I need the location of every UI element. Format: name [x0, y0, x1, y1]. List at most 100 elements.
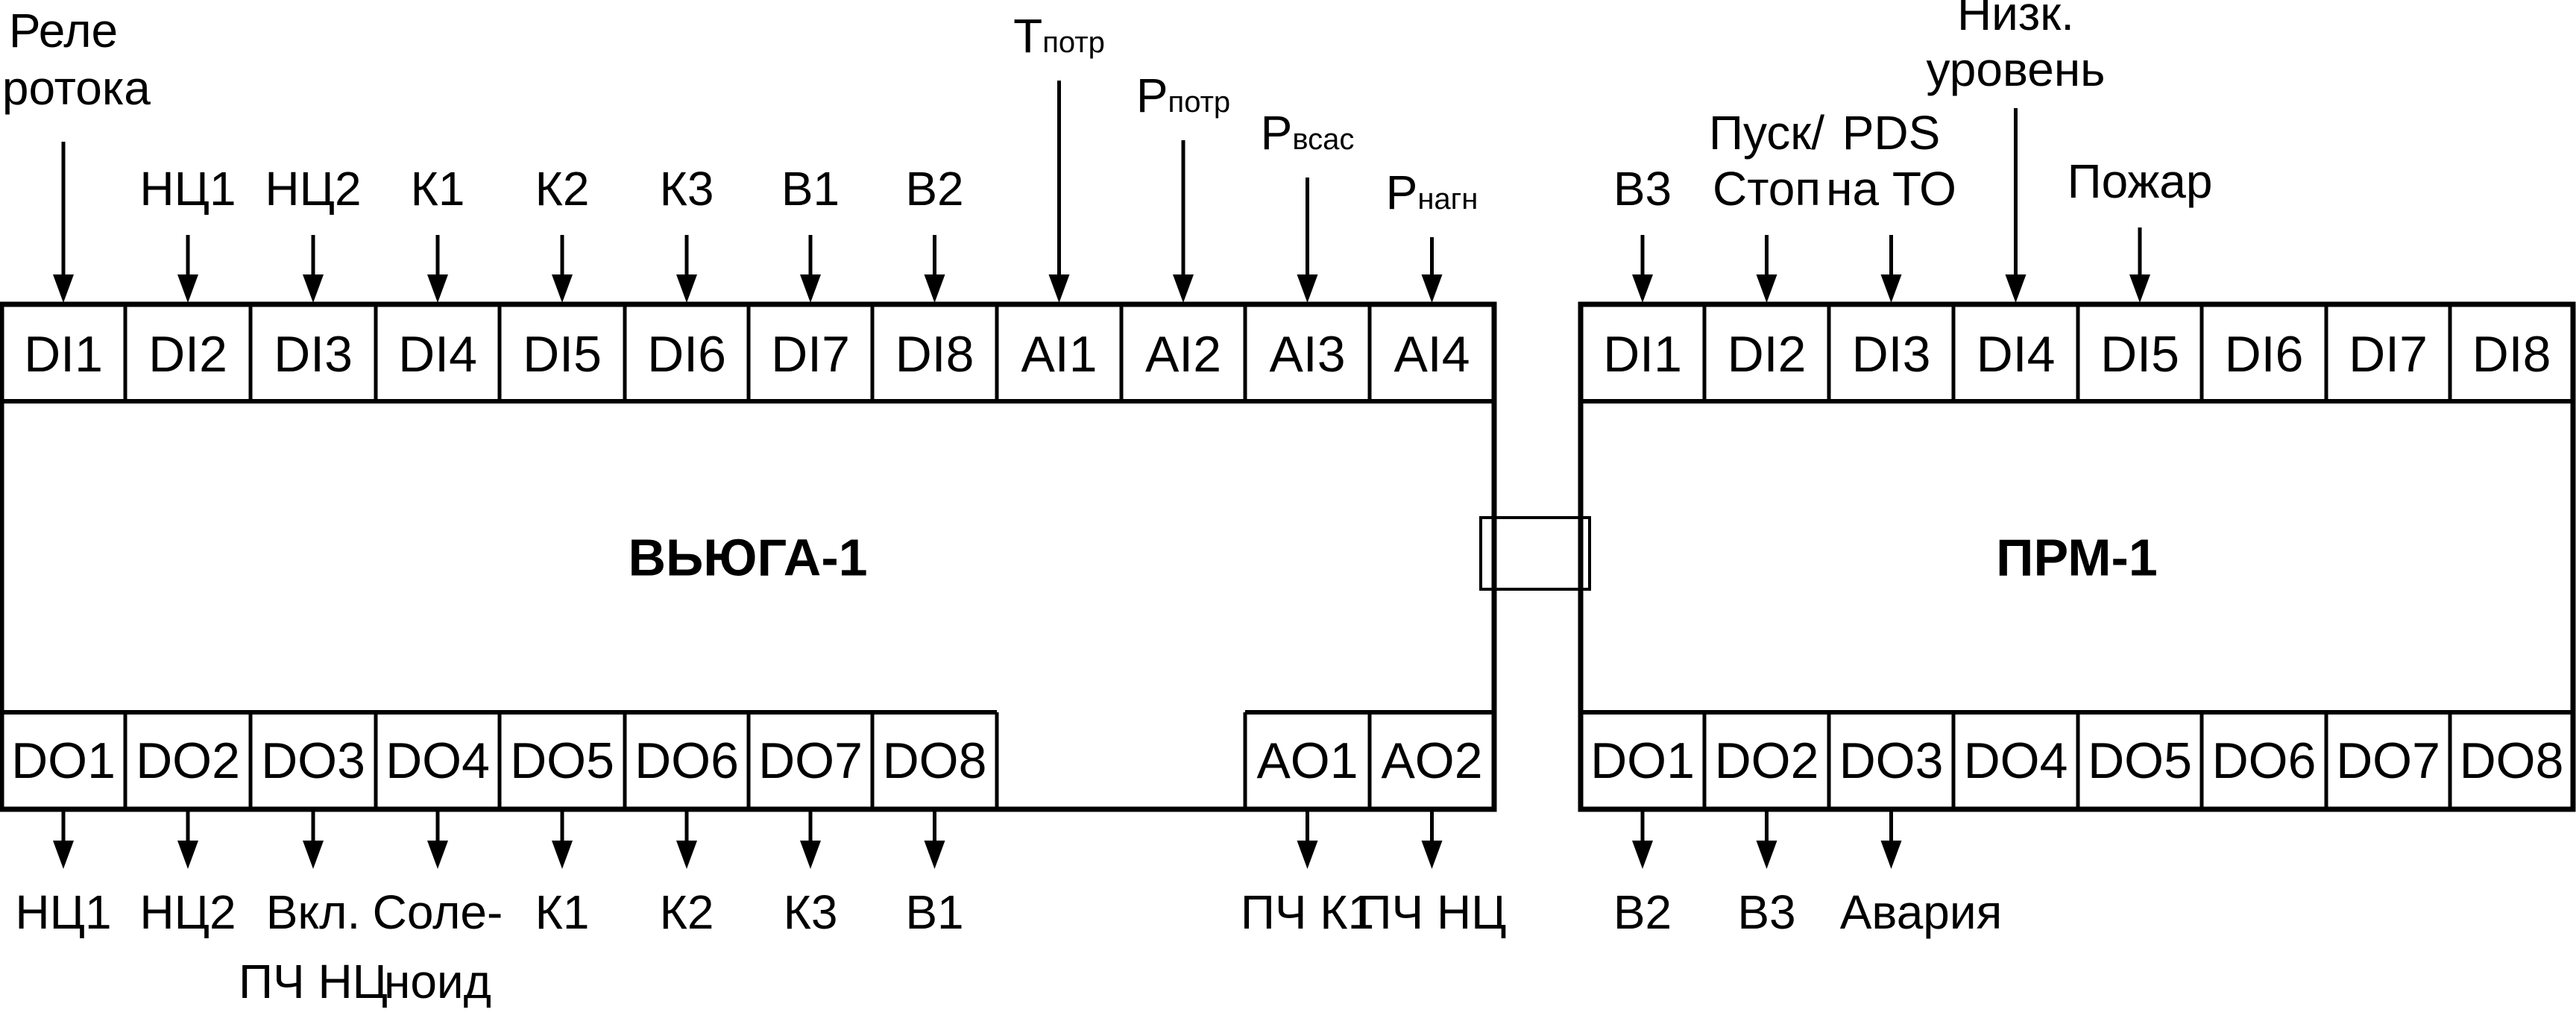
module-2-bottom-cell-do7: DO7 — [2336, 732, 2440, 789]
module-1-top-arrow — [800, 235, 821, 303]
module-2-bottom-signal-label: В3 — [1737, 885, 1795, 939]
module-1-top-signal-label: Pнагн — [1386, 166, 1478, 219]
module-2-top-cell-di5: DI5 — [2100, 326, 2179, 383]
module-1-bottom-arrow — [676, 811, 697, 869]
module-2-top-signal-label: уровень — [1926, 43, 2105, 96]
module-1-top-arrow — [1297, 178, 1318, 303]
module-1-bottom-cell-ao2: AO2 — [1381, 732, 1482, 789]
module-2-top-cell-di3: DI3 — [1852, 326, 1931, 383]
module-1-bottom-arrow — [552, 811, 573, 869]
module-1-top-signal-label: Tпотр — [1013, 9, 1105, 63]
module-1-top-arrow — [924, 235, 945, 303]
module-1-bottom-cell-do5: DO5 — [510, 732, 614, 789]
module-1-bottom-signal-label: К1 — [535, 885, 590, 939]
module-2-top-signal-label: Пожар — [2068, 154, 2213, 208]
module-1-top-signal-label: К3 — [660, 162, 714, 216]
module-1-bottom-arrow — [1421, 811, 1443, 869]
module-1-bottom-arrow — [303, 811, 324, 869]
signal-arrows — [53, 81, 2150, 869]
module-2-title: ПРМ-1 — [1996, 529, 2158, 587]
module-1-top-cell-di1: DI1 — [24, 326, 103, 383]
module-1-top-cell-di2: DI2 — [148, 326, 227, 383]
module-1-bottom-cell-do2: DO2 — [136, 732, 240, 789]
signal-labels: ВЬЮГА-1РелепротокаНЦ1НЦ2К1К2К3В1В2TпотрP… — [0, 0, 2212, 1008]
module-1-bottom-arrow — [800, 811, 821, 869]
module-1-bottom-signal-label: В1 — [905, 885, 963, 939]
module-1-bottom-cell-do3: DO3 — [261, 732, 365, 789]
module-1-top-signal-label: К2 — [535, 162, 590, 216]
module-1-bottom-signal-label: НЦ2 — [139, 885, 236, 939]
module-1-top-cell-di4: DI4 — [398, 326, 477, 383]
module-1-top-cell-ai4: AI4 — [1394, 326, 1470, 383]
module-1-bottom-signal-label: ПЧ НЦ — [239, 955, 388, 1008]
module-1-bottom-arrow — [1297, 811, 1318, 869]
module-2-bottom-cell-do3: DO3 — [1839, 732, 1944, 789]
module-1-bottom-cell-do4: DO4 — [385, 732, 490, 789]
module-1-top-arrow — [303, 235, 324, 303]
module-1-top-arrow — [1048, 81, 1070, 303]
module-1-bottom-signal-label: НЦ1 — [15, 885, 111, 939]
module-2-top-signal-label: Стоп — [1713, 162, 1821, 216]
module-1-top-arrow — [53, 142, 74, 303]
module-2-top-cell-di4: DI4 — [1977, 326, 2056, 383]
module-2-top-signal-label: Низк. — [1957, 0, 2074, 40]
module-2-top-arrow — [1756, 235, 1777, 303]
module-1-bottom-arrow — [427, 811, 448, 869]
module-connector — [1479, 516, 1591, 591]
module-2-top-arrow — [1632, 235, 1653, 303]
module-1-top-signal-label: НЦ2 — [265, 162, 361, 216]
module-1-top-arrow — [427, 235, 448, 303]
module-1-bottom-cell-do1: DO1 — [11, 732, 116, 789]
module-1-top-cell-ai3: AI3 — [1269, 326, 1345, 383]
module-1-top-signal-label: Pвсас — [1261, 106, 1355, 160]
module-2-top-arrow — [2005, 108, 2027, 303]
module-2-top-cell-di1: DI1 — [1603, 326, 1682, 383]
module-1-bottom-arrow — [53, 811, 74, 869]
module-1-bottom-arrow — [177, 811, 198, 869]
module-1-top-cell-ai1: AI1 — [1021, 326, 1097, 383]
module-1-bottom-signal-label: К3 — [784, 885, 838, 939]
module-2-top-arrow — [1880, 235, 1902, 303]
module-2-bottom-cell-do2: DO2 — [1715, 732, 1819, 789]
module-1-bottom-signal-label: К2 — [660, 885, 714, 939]
module-2-bottom-signal-label: В2 — [1613, 885, 1672, 939]
module-2-top-signal-label: В3 — [1613, 162, 1672, 216]
module-1-bottom-cell-do8: DO8 — [883, 732, 987, 789]
module-1-bottom-signal-label: Соле- — [373, 885, 503, 939]
module-1-top-signal-label: НЦ1 — [139, 162, 236, 216]
module-1-top-cell-di7: DI7 — [771, 326, 850, 383]
module-1-bottom-signal-label: Вкл. — [266, 885, 361, 939]
module-1-title: ВЬЮГА-1 — [628, 529, 867, 587]
module-2-top-cell-di8: DI8 — [2472, 326, 2551, 383]
module-2-top-signal-label: на ТО — [1826, 162, 1956, 216]
module-2-top-cell-di7: DI7 — [2349, 326, 2428, 383]
module-2-top-cell-di6: DI6 — [2225, 326, 2304, 383]
module-1-top-cell-ai2: AI2 — [1145, 326, 1221, 383]
module-1-bottom-signal-label: ПЧ НЦ — [1358, 885, 1507, 939]
module-2-top-arrow — [2129, 227, 2150, 303]
module-1-bottom-cell-do7: DO7 — [758, 732, 863, 789]
module-1-top-arrow — [177, 235, 198, 303]
module-1-top-signal-label: Pпотр — [1136, 69, 1230, 122]
module-1-top-arrow — [1421, 237, 1443, 303]
module-1-top-cell-di5: DI5 — [523, 326, 602, 383]
module-1-top-signal-label: В1 — [781, 162, 840, 216]
module-2-bottom-arrow — [1632, 811, 1653, 869]
module-1-top-cell-di6: DI6 — [647, 326, 726, 383]
module-2-bottom-arrow — [1880, 811, 1902, 869]
module-1-bottom-cell-ao1: AO1 — [1256, 732, 1358, 789]
module-1-top-signal-label: протока — [0, 61, 151, 115]
module-2-bottom-cell-do5: DO5 — [2088, 732, 2192, 789]
module-1-top-signal-label: Реле — [9, 4, 118, 57]
module-1-top-cell-di8: DI8 — [895, 326, 974, 383]
module-2-bottom-cell-do8: DO8 — [2460, 732, 2564, 789]
module-1-top-signal-label: К1 — [411, 162, 465, 216]
module-1-bottom-arrow — [924, 811, 945, 869]
module-2-top-signal-label: Пуск/ — [1709, 106, 1824, 160]
module-1-top-arrow — [676, 235, 697, 303]
module-2-top-cell-di2: DI2 — [1728, 326, 1807, 383]
module-2-bottom-cell-do1: DO1 — [1590, 732, 1695, 789]
module-1-top-cell-di3: DI3 — [274, 326, 353, 383]
